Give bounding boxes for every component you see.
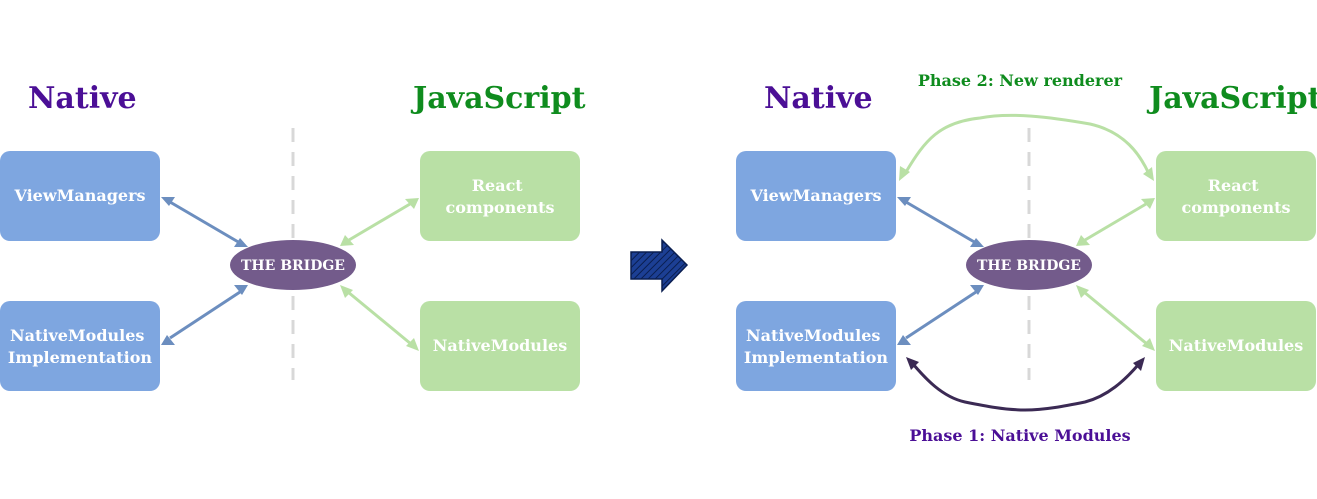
javascript-title: JavaScript (410, 81, 586, 116)
phase1-arrow (906, 357, 1145, 412)
arrow-jsmodules-bridge (1083, 290, 1148, 346)
arrow-react-bridge (1084, 202, 1147, 242)
arrowhead (340, 235, 354, 246)
arrowhead (161, 335, 175, 345)
after-panel: Native JavaScript Phase 2: New renderer … (736, 71, 1317, 445)
box-label-line: NativeModules (746, 326, 880, 345)
box-label-line: Implementation (744, 348, 889, 367)
js-box-nativemodules: NativeModules (1156, 301, 1316, 391)
svg-text:NativeModules Implemen: NativeModules Implementation (8, 326, 153, 367)
javascript-title: JavaScript (1146, 81, 1317, 116)
phase2-label: Phase 2: New renderer (918, 71, 1123, 90)
js-box-react-components: React components (1156, 151, 1316, 241)
native-box-viewmanagers: ViewManagers (736, 151, 896, 241)
box-label-line: components (445, 198, 554, 217)
phase1-label: Phase 1: Native Modules (909, 426, 1130, 445)
arrowhead (234, 238, 248, 247)
bridge-label: THE BRIDGE (977, 258, 1081, 274)
arrowhead (970, 238, 984, 247)
box-label-line: React (1208, 176, 1260, 195)
arrow-viewmanagers-bridge (169, 200, 241, 245)
arrowhead (897, 197, 911, 206)
arrowhead (899, 166, 910, 181)
js-box-nativemodules: NativeModules (420, 301, 580, 391)
box-label-line: Implementation (8, 348, 153, 367)
arrowhead (1141, 198, 1155, 209)
svg-text:NativeModules Implemen: NativeModules Implementation (744, 326, 889, 367)
bridge-label: THE BRIDGE (241, 258, 345, 274)
right-arrow-icon (630, 238, 689, 293)
svg-text:React components: React components (445, 176, 554, 217)
bridge-connections (897, 197, 1155, 351)
bridge-node: THE BRIDGE (230, 240, 356, 290)
native-box-viewmanagers: ViewManagers (0, 151, 160, 241)
bridge-connections (161, 197, 419, 351)
native-title: Native (764, 81, 873, 116)
arrowhead (406, 338, 419, 351)
arrow-nativemodules-bridge (169, 290, 241, 340)
arrow-react-bridge (348, 202, 411, 242)
svg-text:ViewManagers: ViewManagers (749, 186, 881, 205)
arrow-viewmanagers-bridge (905, 200, 977, 245)
box-label-line: ViewManagers (13, 186, 145, 205)
arrowhead (1142, 338, 1155, 351)
native-title: Native (28, 81, 137, 116)
box-label-line: NativeModules (1169, 336, 1303, 355)
box-label-line: NativeModules (433, 336, 567, 355)
svg-text:NativeModules: NativeModules (433, 336, 567, 355)
arrowhead (897, 335, 911, 345)
arrowhead (906, 357, 919, 370)
arrowhead (340, 285, 353, 298)
arrowhead (1133, 357, 1145, 371)
svg-text:React components: React components (1181, 176, 1290, 217)
native-box-nativemodules-implementation: NativeModules Implementation (0, 301, 160, 391)
box-label-line: React (472, 176, 524, 195)
arrowhead (1076, 235, 1090, 246)
arrowhead (1076, 285, 1089, 298)
arrowhead (161, 197, 175, 206)
box-label-line: components (1181, 198, 1290, 217)
arrow-jsmodules-bridge (347, 290, 412, 346)
svg-text:ViewManagers: ViewManagers (13, 186, 145, 205)
arrow-nativemodules-bridge (905, 290, 977, 340)
bridge-node: THE BRIDGE (966, 240, 1092, 290)
arrowhead (405, 198, 419, 209)
box-label-line: NativeModules (10, 326, 144, 345)
box-label-line: ViewManagers (749, 186, 881, 205)
arrowhead (234, 285, 248, 295)
js-box-react-components: React components (420, 151, 580, 241)
native-box-nativemodules-implementation: NativeModules Implementation (736, 301, 896, 391)
phase2-arrow (899, 113, 1154, 181)
arrowhead (1143, 167, 1154, 181)
arrowhead (970, 285, 984, 295)
svg-text:NativeModules: NativeModules (1169, 336, 1303, 355)
before-panel: Native JavaScript ViewManagers (0, 81, 586, 391)
